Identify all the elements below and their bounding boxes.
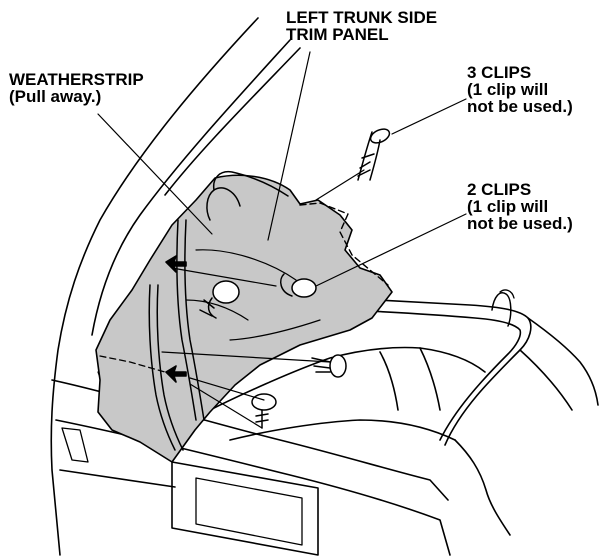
label-3-clips-line3: not be used.) xyxy=(467,97,573,116)
label-weatherstrip-line1: WEATHERSTRIP xyxy=(9,70,144,89)
label-3-clips-line1: 3 CLIPS xyxy=(467,63,532,82)
travel-line-4 xyxy=(189,383,263,429)
clip-installed-1 xyxy=(279,273,317,298)
leader-3-clips xyxy=(391,98,467,135)
travel-line-top xyxy=(315,169,365,201)
label-2-clips: 2 CLIPS (1 clip will not be used.) xyxy=(467,181,573,232)
leader-lines xyxy=(97,51,467,429)
clip-installed-2 xyxy=(199,280,240,319)
label-3-clips: 3 CLIPS (1 clip will not be used.) xyxy=(467,64,573,115)
label-trim-panel-line1: LEFT TRUNK SIDE xyxy=(286,8,438,27)
label-2-clips-line3: not be used.) xyxy=(467,214,573,233)
arrow-upper xyxy=(165,255,187,273)
trim-panel-shape xyxy=(95,170,393,463)
travel-line-3 xyxy=(189,377,265,401)
car-body-outline xyxy=(50,17,599,556)
leader-weatherstrip xyxy=(97,113,213,235)
travel-line-2 xyxy=(161,351,331,363)
label-3-clips-line2: (1 clip will xyxy=(467,80,549,99)
weatherstrip-shape xyxy=(148,219,205,451)
leader-2-clips xyxy=(315,213,467,287)
leader-trim-panel xyxy=(267,51,311,241)
label-trim-panel-line2: TRIM PANEL xyxy=(286,25,389,44)
clip-detached-bottom xyxy=(251,393,277,429)
travel-line-1 xyxy=(171,267,277,287)
label-weatherstrip: WEATHERSTRIP (Pull away.) xyxy=(9,71,144,105)
direction-arrows xyxy=(165,255,187,383)
label-2-clips-line1: 2 CLIPS xyxy=(467,180,532,199)
label-trim-panel: LEFT TRUNK SIDE TRIM PANEL xyxy=(286,9,437,43)
arrow-lower xyxy=(165,365,187,383)
clip-detached-top xyxy=(357,128,391,181)
label-2-clips-line2: (1 clip will xyxy=(467,197,549,216)
label-weatherstrip-line2: (Pull away.) xyxy=(9,87,102,106)
clip-detached-middle xyxy=(311,354,347,378)
